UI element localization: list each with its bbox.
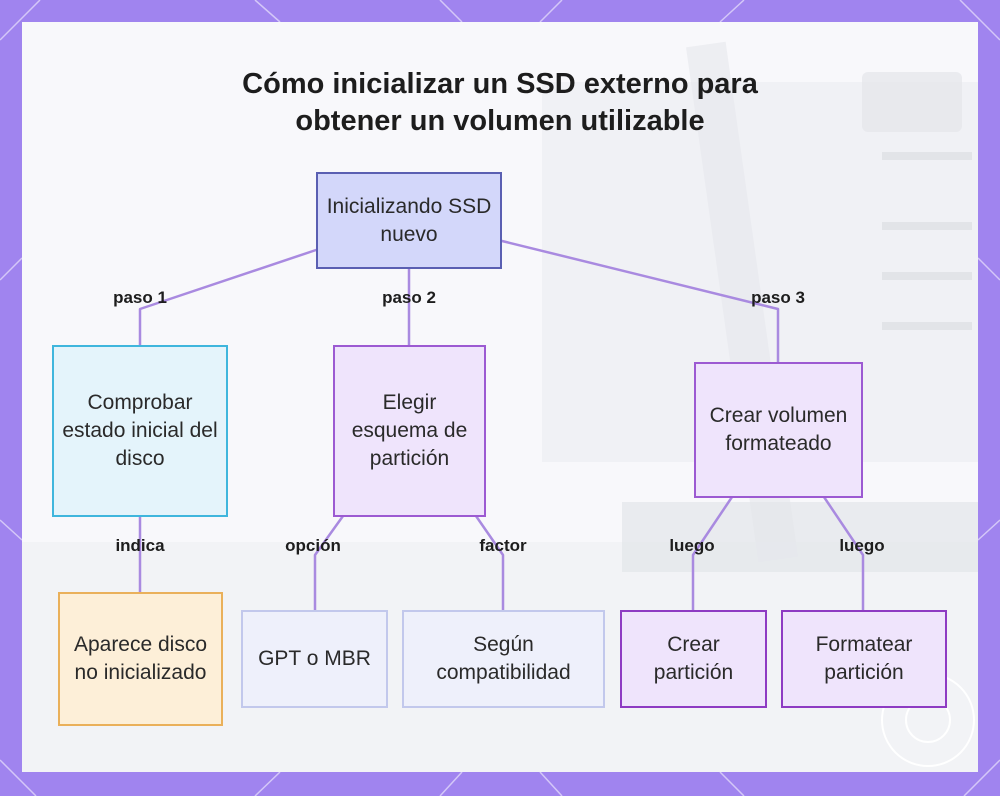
edge-scheme-gpt <box>313 514 345 612</box>
node-check: Comprobar estado inicial del disco <box>52 345 228 517</box>
node-volume-label: Crear volumen formateado <box>709 404 848 455</box>
edge-label-step1: paso 1 <box>113 288 167 307</box>
node-compat: Según compatibilidad <box>402 610 605 708</box>
page-title: Cómo inicializar un SSD externo para obt… <box>22 66 978 140</box>
node-scheme: Elegir esquema de partición <box>333 345 486 517</box>
node-root: Inicializando SSD nuevo <box>316 172 502 269</box>
edge-label-opcion: opción <box>285 536 341 555</box>
edge-label-indica: indica <box>115 536 165 555</box>
edge-scheme-compat <box>474 514 505 612</box>
edge-volume-create <box>691 495 734 612</box>
edge-label-luego-1: luego <box>669 536 715 555</box>
node-gpt: GPT o MBR <box>241 610 388 708</box>
node-root-label: Inicializando SSD nuevo <box>326 194 492 246</box>
edge-label-luego-2: luego <box>839 536 885 555</box>
edge-volume-format <box>822 495 865 612</box>
node-create: Crear partición <box>620 610 767 708</box>
edge-root-volume <box>500 239 780 364</box>
node-uninit-label: Aparece disco no inicializado <box>73 633 208 684</box>
edge-label-factor: factor <box>479 536 527 555</box>
node-scheme-label: Elegir esquema de partición <box>351 391 468 470</box>
node-format-label: Formatear partición <box>815 633 913 684</box>
node-check-label: Comprobar estado inicial del disco <box>62 391 218 470</box>
edge-label-step2: paso 2 <box>382 288 436 307</box>
edge-root-check <box>138 248 318 347</box>
node-compat-label: Según compatibilidad <box>436 633 571 684</box>
node-format: Formatear partición <box>781 610 947 708</box>
edge-label-step3: paso 3 <box>751 288 805 307</box>
node-uninit: Aparece disco no inicializado <box>58 592 223 726</box>
node-volume: Crear volumen formateado <box>694 362 863 498</box>
node-gpt-label: GPT o MBR <box>258 647 371 670</box>
title-line-2: obtener un volumen utilizable <box>295 105 705 137</box>
title-line-1: Cómo inicializar un SSD externo para <box>242 68 758 100</box>
node-create-label: Crear partición <box>653 633 734 684</box>
